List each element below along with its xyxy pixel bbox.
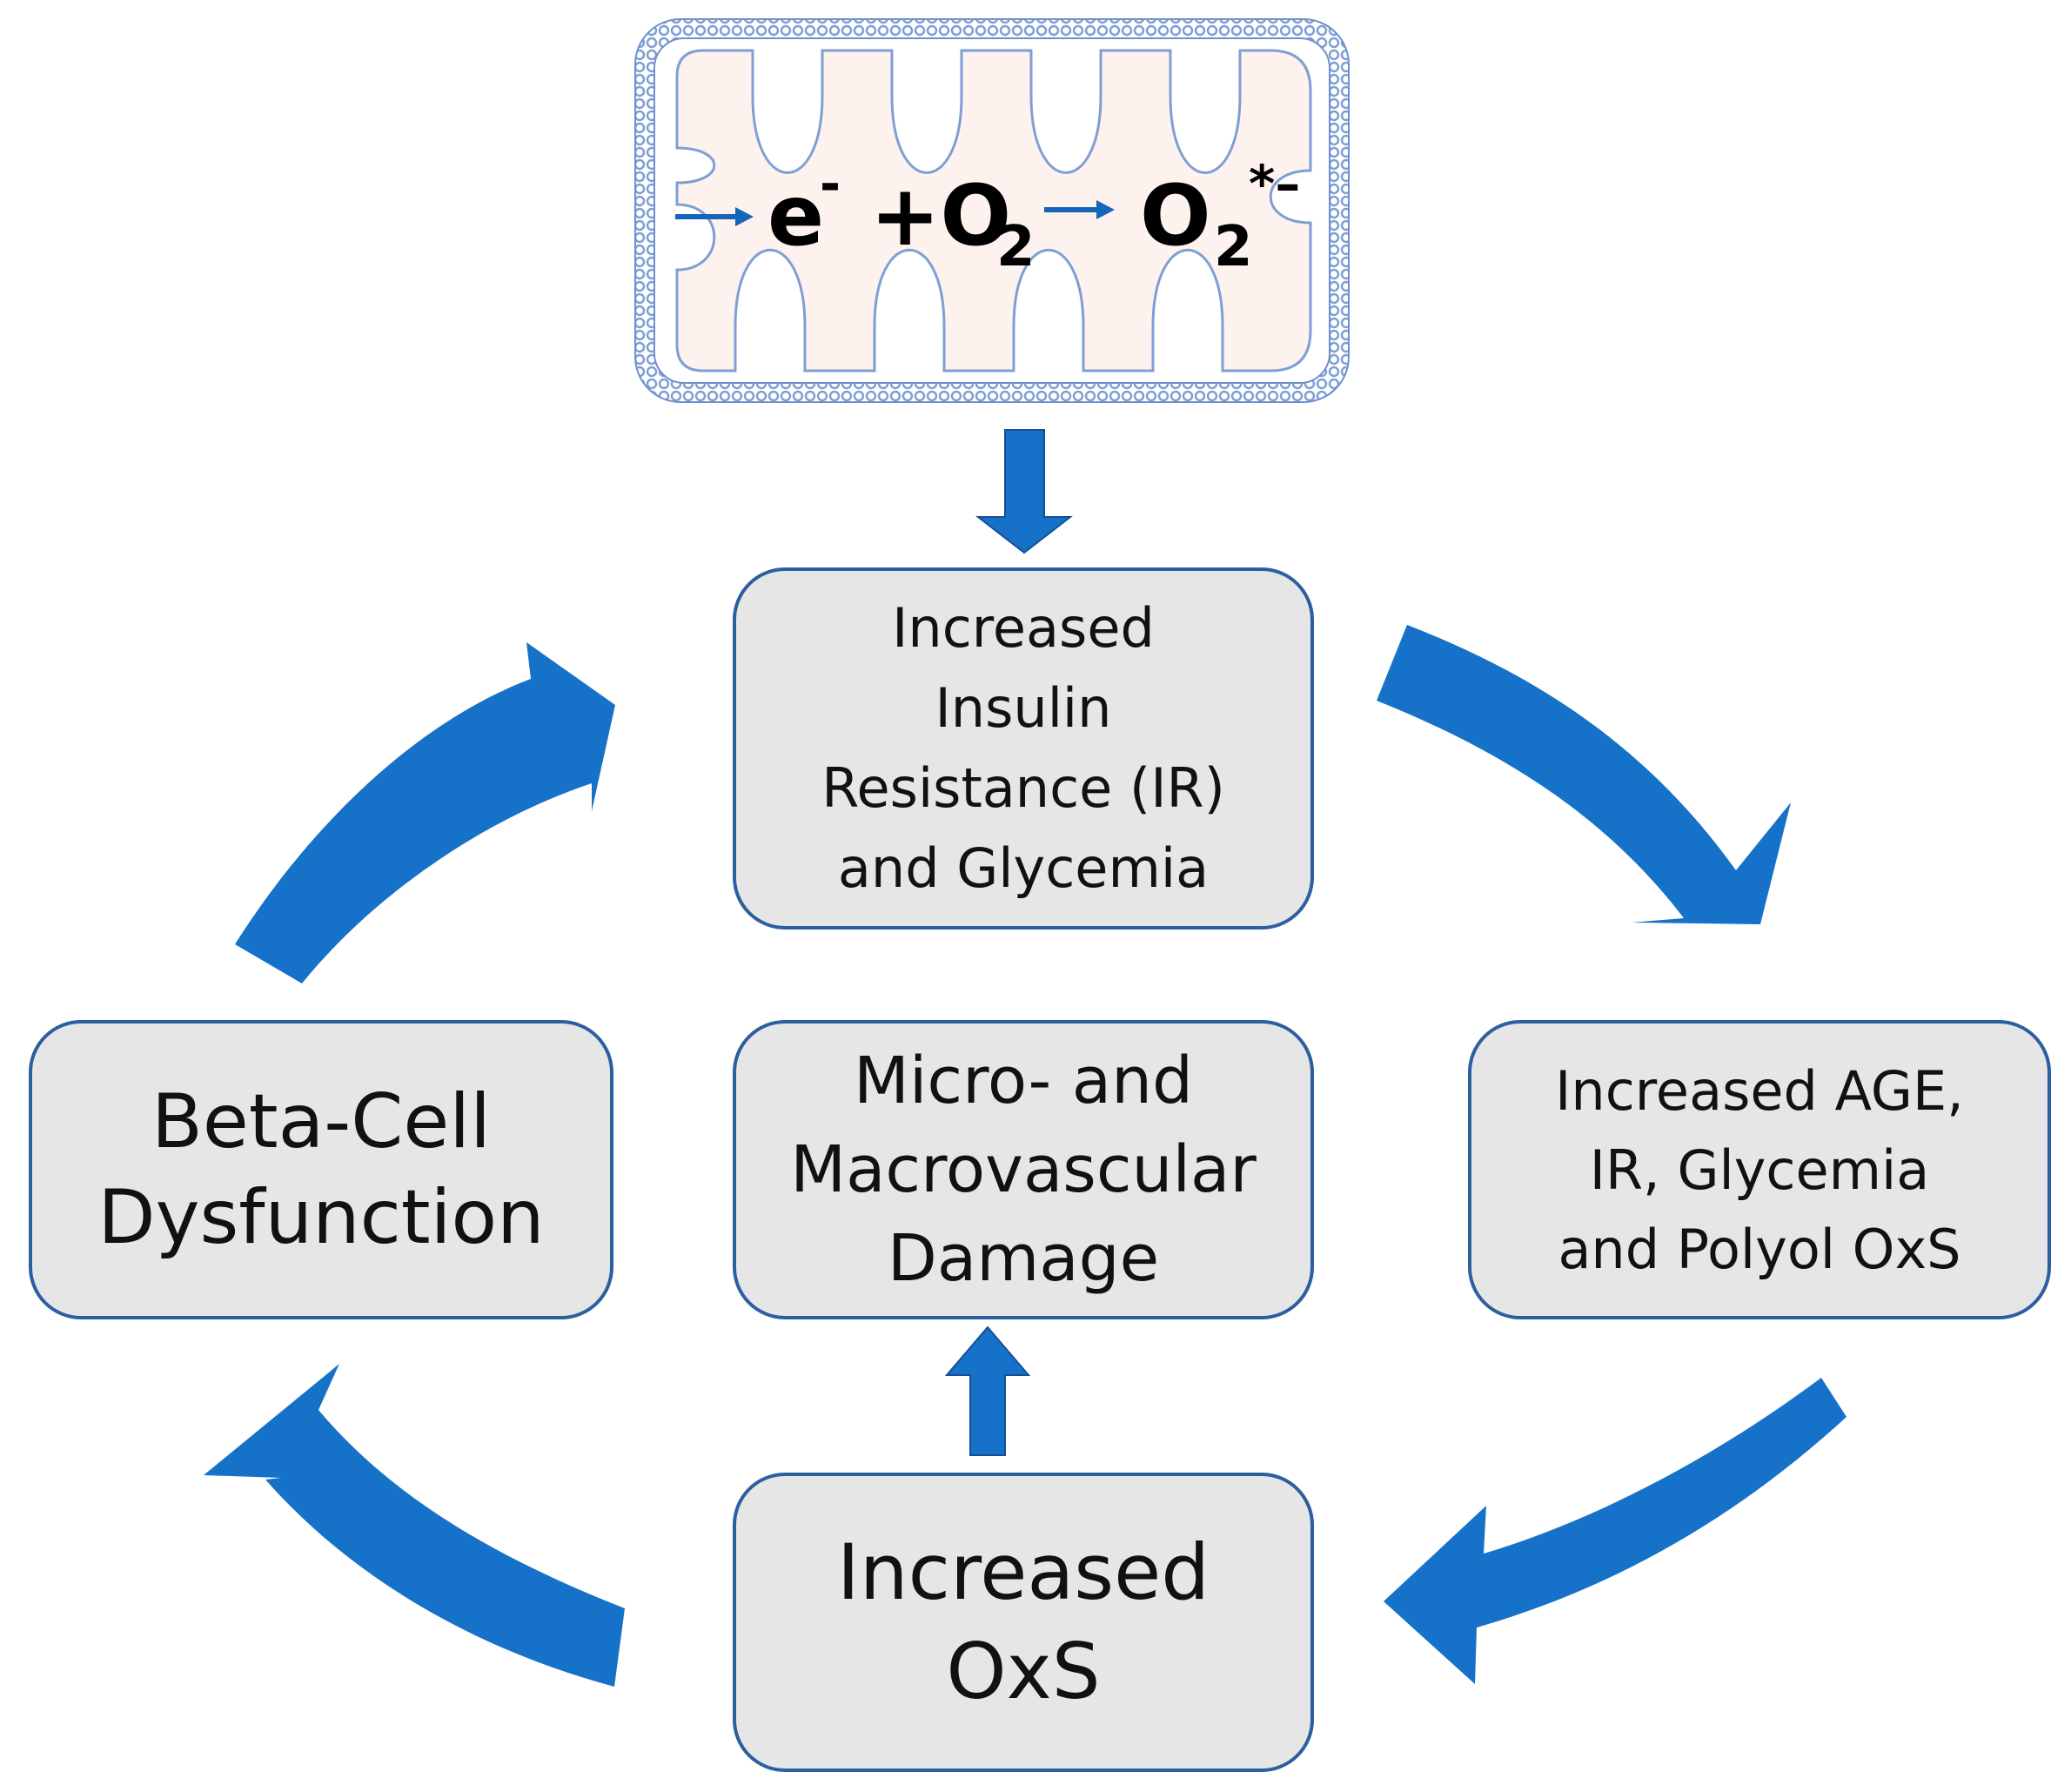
arrow-superoxide-formation-head (1096, 200, 1115, 219)
node-age-polyol: Increased AGE, IR, Glycemia and Polyol O… (1468, 1020, 2051, 1319)
mitochondrion (634, 18, 1350, 403)
node-vascular-damage: Micro- and Macrovascular Damage (733, 1020, 1314, 1319)
arrow-oxs-to-beta (204, 1364, 625, 1687)
arrow-electron-in-head (735, 207, 754, 226)
node-insulin-resistance-label: Increased Insulin Resistance (IR) and Gl… (821, 596, 1225, 900)
node-age-polyol-label: Increased AGE, IR, Glycemia and Polyol O… (1555, 1058, 1964, 1281)
node-oxs-label: Increased OxS (836, 1527, 1210, 1716)
node-vascular-damage-label: Micro- and Macrovascular Damage (790, 1044, 1257, 1296)
mitochondrion-inner-membrane (675, 49, 1312, 372)
node-beta-cell: Beta-Cell Dysfunction (29, 1020, 613, 1319)
node-insulin-resistance: Increased Insulin Resistance (IR) and Gl… (733, 567, 1314, 930)
superoxide-reaction: e - +O 2 O 2 *– (670, 139, 1331, 287)
superoxide-charge: *– (1249, 154, 1301, 213)
superoxide-subscript: 2 (1214, 215, 1253, 279)
arrow-beta-to-ir (235, 642, 615, 983)
arrow-mitochondrion-to-ir (975, 429, 1073, 554)
plus-oxygen: +O (870, 167, 1012, 265)
node-oxs: Increased OxS (733, 1473, 1314, 1772)
arrow-oxs-to-damage (944, 1326, 1031, 1456)
electron-symbol: e (767, 167, 825, 265)
oxygen-subscript: 2 (996, 215, 1036, 279)
arrow-age-to-oxs (1384, 1378, 1846, 1684)
superoxide-symbol: O (1140, 167, 1211, 265)
arrow-ir-to-age (1377, 625, 1791, 924)
node-beta-cell-label: Beta-Cell Dysfunction (97, 1078, 545, 1261)
cycle-arrows (204, 429, 1846, 1687)
electron-charge: - (820, 154, 841, 213)
